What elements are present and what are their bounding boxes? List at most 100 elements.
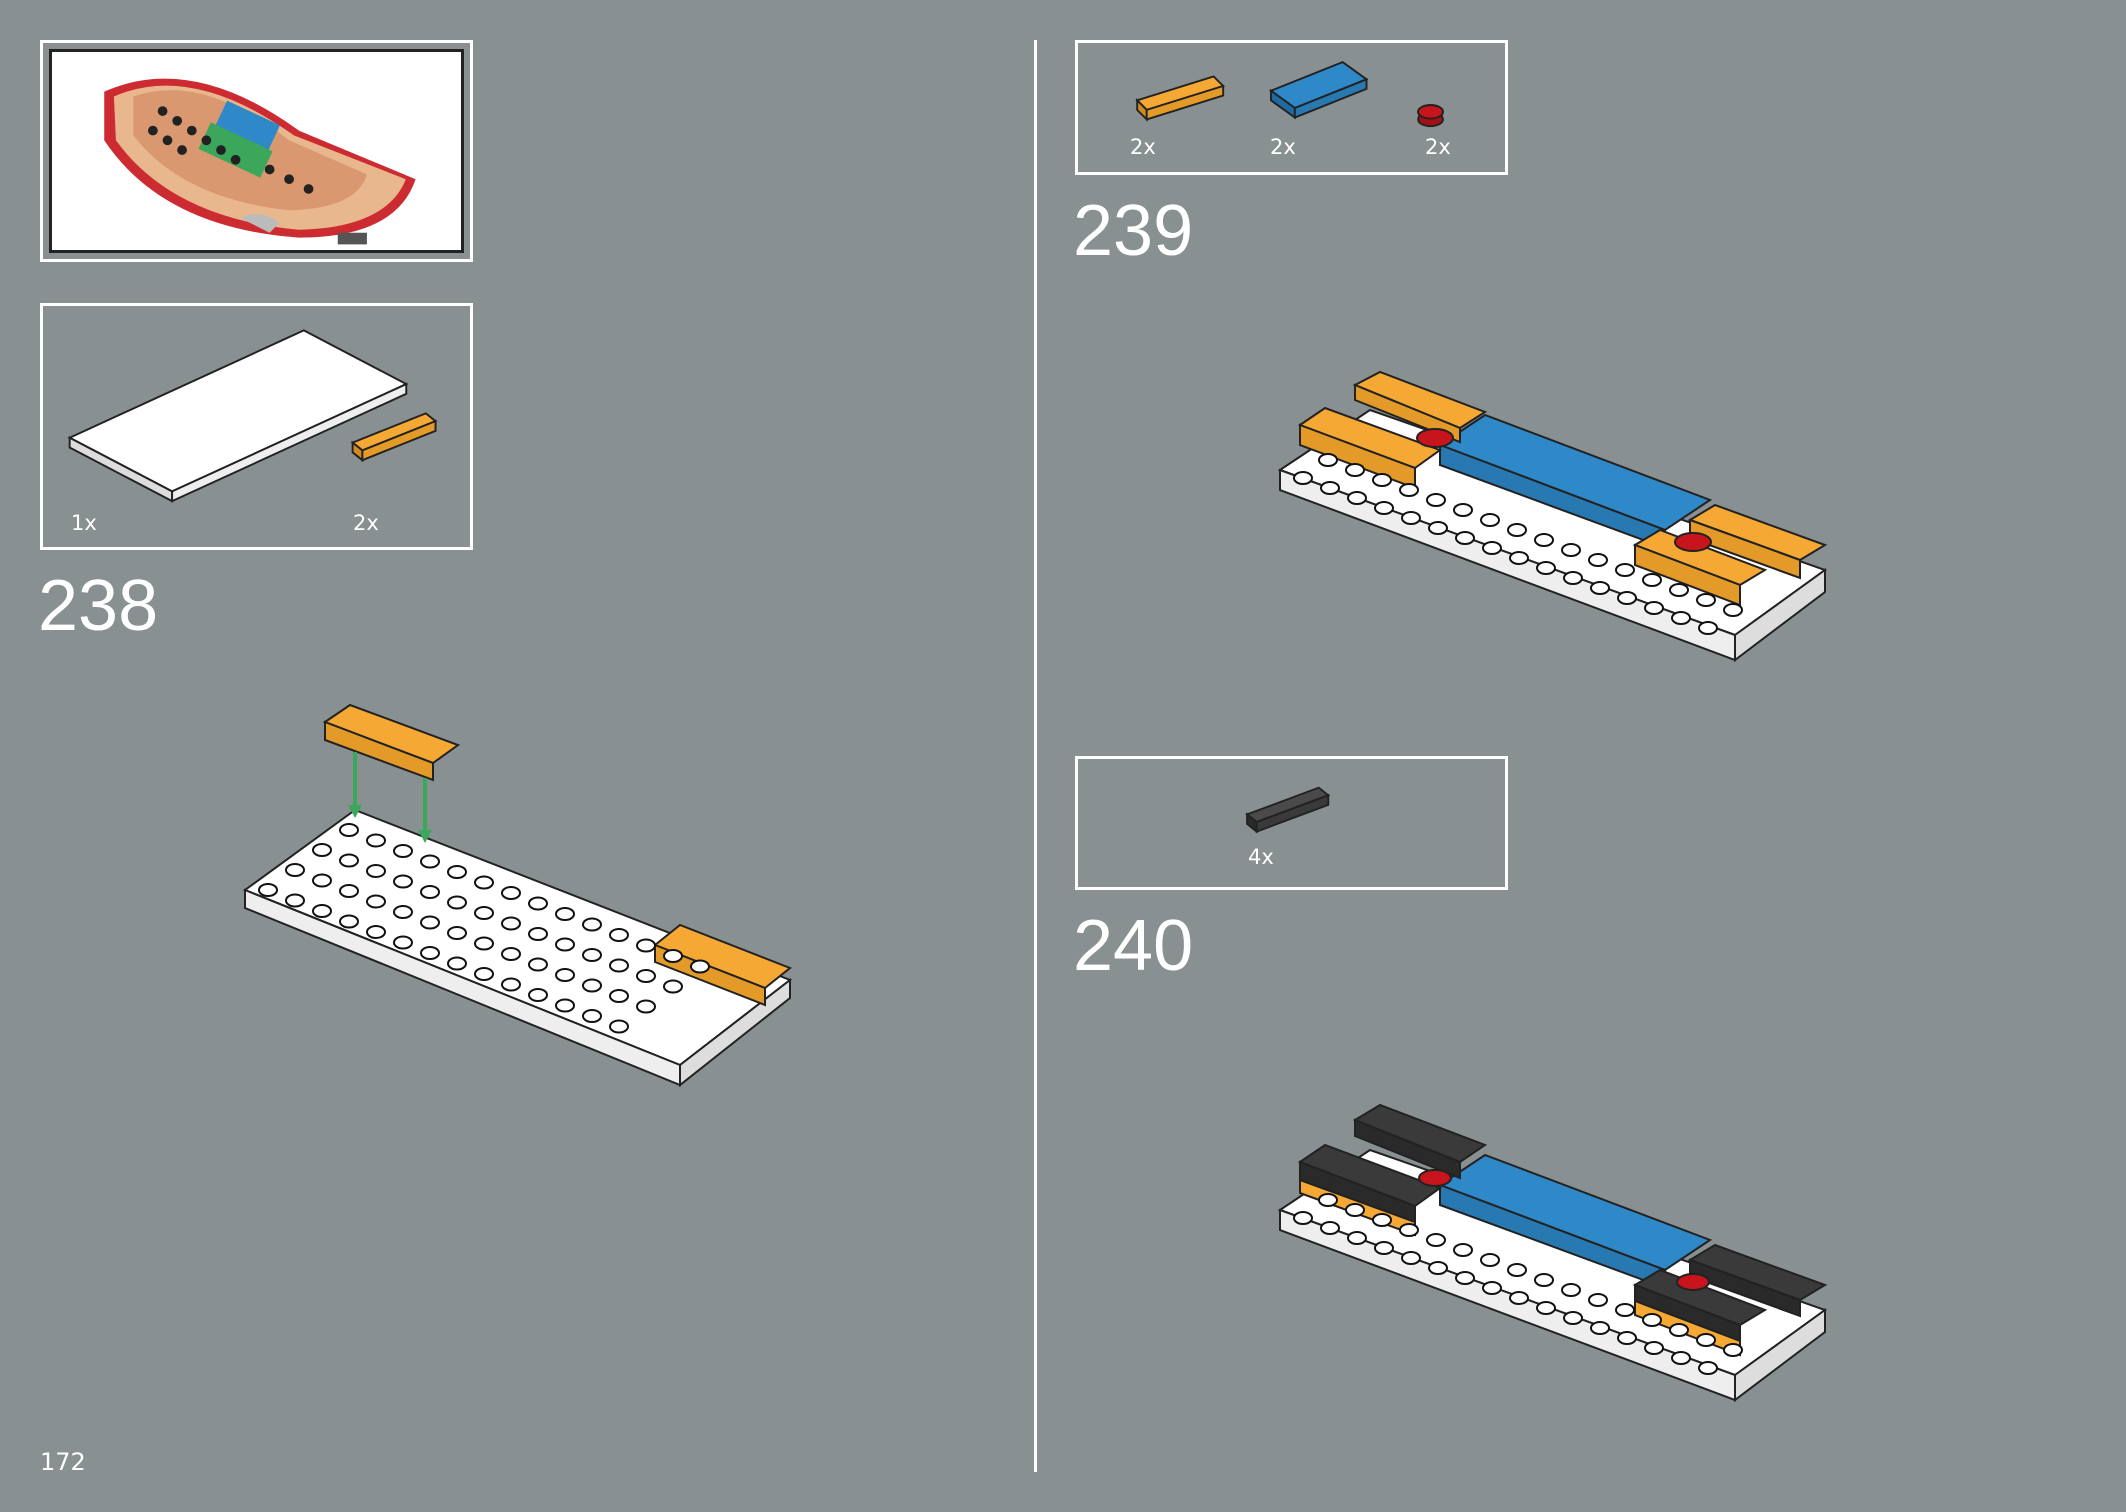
stud [636,938,656,953]
stud [1320,1221,1340,1235]
stud [366,864,386,878]
page-divider [1034,40,1037,1472]
stud [1698,621,1718,635]
step-240-assembly [1275,1100,1835,1420]
stud [1696,1333,1716,1347]
stud [528,957,548,972]
stud [1347,1231,1367,1245]
stud [366,925,386,939]
step-239-assembly [1275,370,1835,670]
red-round-tile-icon [1417,104,1444,128]
stud [636,969,656,983]
stud [1399,1223,1419,1237]
step-240-parts-box: 4x [1075,756,1508,890]
stud [1426,493,1446,507]
stud [1671,1351,1691,1365]
stud [1372,473,1392,487]
stud [420,915,440,930]
stud [339,914,359,929]
part-qty-label: 2x [353,511,379,535]
stud [1723,1343,1743,1357]
stud [555,907,575,921]
stud [501,977,521,992]
stud [1534,533,1554,547]
stud [1563,1311,1583,1325]
white-plate-icon [67,329,409,503]
stud [1698,1361,1718,1375]
stud [1642,1313,1662,1327]
step-238-parts-box: 1x 2x [40,303,473,550]
stud [1480,1253,1500,1267]
stud [339,853,359,868]
stud [1588,1293,1608,1307]
stud [1563,571,1583,585]
part-qty-label: 2x [1425,135,1451,159]
stud [1293,471,1313,485]
stud [1320,481,1340,495]
page-number: 172 [40,1448,86,1476]
stud [1318,453,1338,467]
stud [1453,1243,1473,1257]
stud [258,883,278,897]
stud [1428,1261,1448,1275]
stud [1318,1193,1338,1207]
stud [1615,1303,1635,1317]
stud [1426,1233,1446,1247]
step-238-assembly [240,700,800,1100]
stud [1345,1203,1365,1217]
stud [366,894,386,909]
stud [1507,1263,1527,1277]
stud [1372,1213,1392,1227]
stud [312,873,332,888]
part-qty-label: 1x [71,511,97,535]
stud [1399,483,1419,497]
stud [1723,603,1743,617]
stud [393,905,413,919]
step-239-parts-box: 2x 2x 2x [1075,40,1508,175]
stud [1617,591,1637,605]
stud [663,979,683,994]
stud [447,865,467,879]
stud [1401,1251,1421,1265]
stud [1401,511,1421,525]
stud [312,904,332,918]
stud [1453,503,1473,517]
stud [339,823,359,837]
stud [366,833,386,848]
stud [609,989,629,1003]
black-plate-1x3-icon [1245,786,1331,834]
stud [474,967,494,981]
stud [474,936,494,951]
stud [1617,1331,1637,1345]
stud [1345,463,1365,477]
stud [582,948,602,962]
stud [447,895,467,910]
stud [501,916,521,931]
stud [420,946,440,960]
stud [1588,553,1608,567]
stud [312,843,332,857]
stud [1374,1241,1394,1255]
stud [609,958,629,973]
stud [1507,523,1527,537]
stud [393,935,413,950]
stud [582,978,602,993]
stud [1615,563,1635,577]
stud [636,999,656,1014]
orange-plate-1x3-icon [1135,75,1225,122]
stud [528,896,548,911]
stud [555,968,575,982]
stud [1669,583,1689,597]
step-number: 240 [1073,906,1194,986]
stud [1293,1211,1313,1225]
stud [1509,551,1529,565]
stud [1644,1341,1664,1355]
part-qty-label: 2x [1130,135,1156,159]
stud [582,917,602,932]
stud [1455,531,1475,545]
stud [582,1009,602,1023]
stud [1534,1273,1554,1287]
stud [420,854,440,869]
stud [501,886,521,900]
